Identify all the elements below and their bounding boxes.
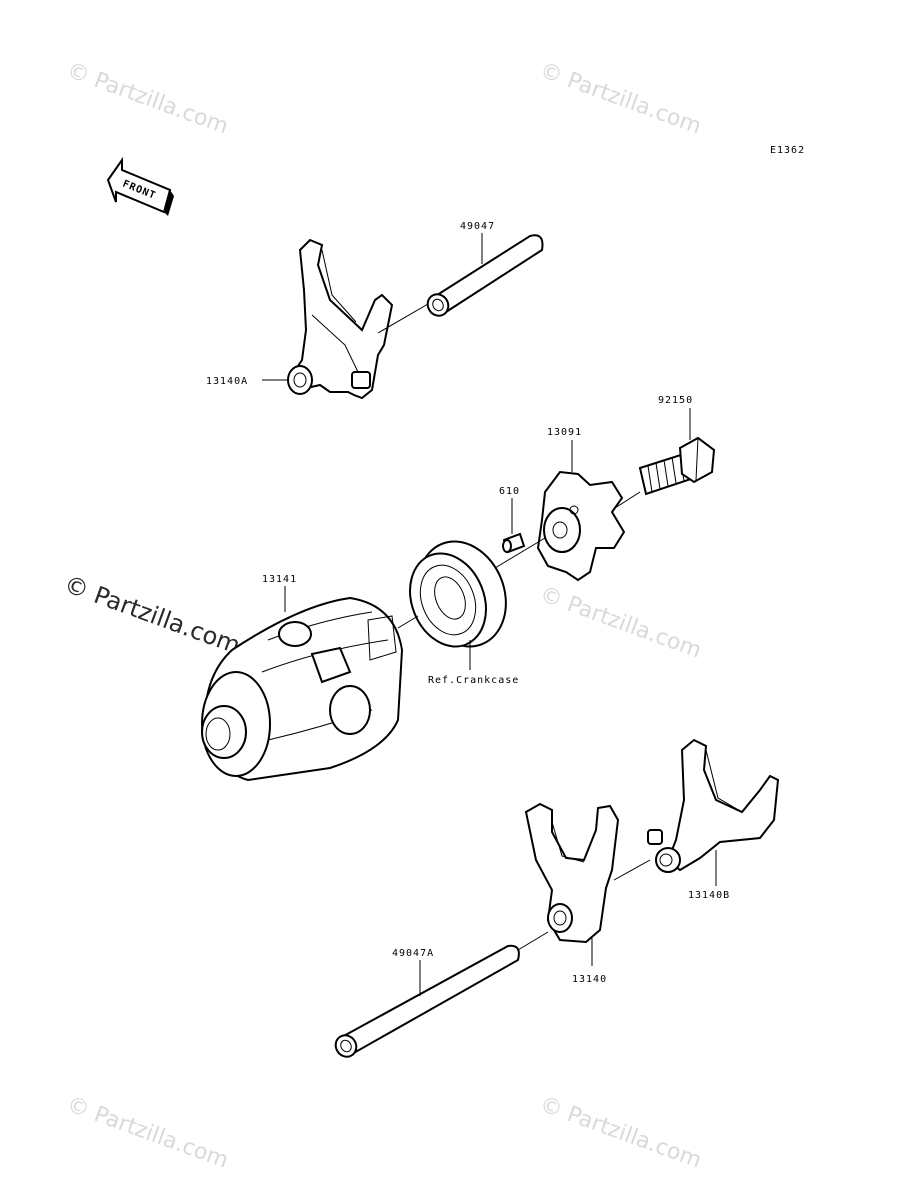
diagram-code: E1362 (770, 145, 805, 156)
front-arrow-icon: FRONT (106, 156, 174, 216)
shift-fork-13140a (287, 238, 394, 400)
cam-plate-13091 (536, 470, 626, 582)
label-13140b: 13140B (688, 890, 730, 901)
label-ref-crankcase: Ref.Crankcase (428, 675, 519, 686)
shift-fork-13140b (647, 738, 780, 873)
label-49047a: 49047A (392, 948, 434, 959)
label-13141: 13141 (262, 574, 297, 585)
shift-rod-49047 (426, 234, 544, 317)
pin-610 (502, 532, 526, 554)
shift-fork-13140 (524, 802, 620, 944)
bolt-92150 (638, 436, 716, 496)
shift-drum-13141 (201, 596, 404, 782)
label-13140: 13140 (572, 974, 607, 985)
label-49047: 49047 (460, 221, 495, 232)
label-610: 610 (499, 486, 520, 497)
label-13091: 13091 (547, 427, 582, 438)
shift-rod-49047a (334, 944, 520, 1058)
bearing-crankcase (409, 540, 507, 648)
label-92150: 92150 (658, 395, 693, 406)
label-13140a: 13140A (206, 376, 248, 387)
